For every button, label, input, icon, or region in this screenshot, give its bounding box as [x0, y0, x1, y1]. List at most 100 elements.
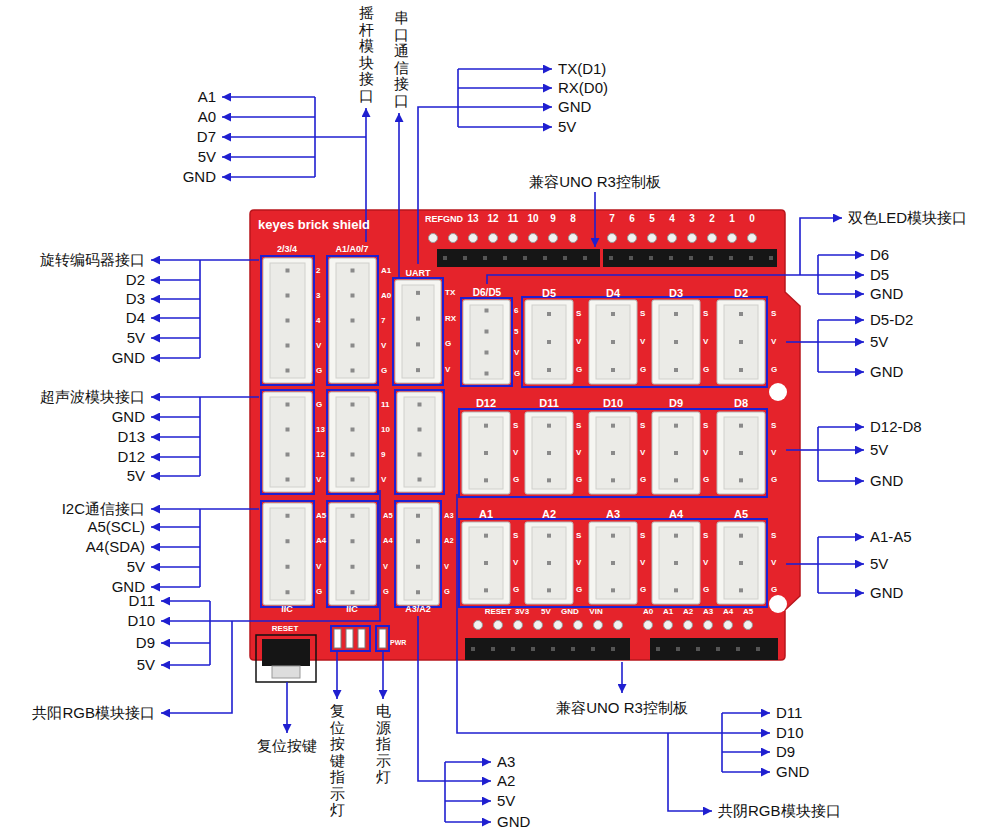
- leader-line: [818, 592, 864, 594]
- silkscreen-label: D6/D5: [473, 288, 501, 298]
- callout-label: I2C通信接口: [62, 501, 145, 518]
- header-pin: [769, 256, 773, 260]
- socket-pin: [351, 269, 355, 273]
- leader-line: [786, 341, 818, 343]
- silkscreen-label: A4: [669, 509, 683, 520]
- leader-line: [621, 662, 623, 693]
- socket-pin: [739, 424, 743, 428]
- button-outline: [256, 635, 316, 682]
- silkscreen-label: A3: [444, 512, 454, 520]
- leader-line: [444, 762, 446, 822]
- leader-line: [594, 192, 596, 247]
- board-outline: [250, 210, 800, 660]
- silkscreen-label: D12: [476, 398, 496, 409]
- leader-line: [151, 416, 200, 418]
- socket-body: [462, 412, 510, 494]
- header-hole: [494, 621, 503, 630]
- socket-inner: [724, 527, 758, 599]
- header-hole: [724, 621, 733, 630]
- silkscreen-label: 3: [689, 214, 695, 224]
- header-pin: [611, 647, 615, 651]
- leader-line: [668, 733, 712, 811]
- highlight-outline: [331, 626, 370, 651]
- socket-inner: [596, 305, 630, 379]
- connector-socket: [329, 258, 376, 383]
- pin-header: [437, 249, 600, 267]
- socket-inner: [659, 305, 693, 379]
- socket-pin: [547, 312, 551, 316]
- silkscreen-label: 11: [508, 214, 519, 224]
- socket-pin: [416, 317, 420, 321]
- header-pin: [609, 256, 613, 260]
- silkscreen-label: A0: [381, 292, 391, 300]
- socket-inner: [270, 397, 305, 487]
- connector-socket: [395, 280, 441, 383]
- silkscreen-label: G: [513, 476, 519, 484]
- silkscreen-label: V: [771, 449, 776, 457]
- leader-line: [445, 761, 491, 763]
- silkscreen-label: D8: [734, 398, 748, 409]
- callout-label: GND: [870, 585, 903, 602]
- leader-line: [210, 490, 380, 621]
- connector-socket: [652, 300, 700, 384]
- header-pin: [543, 256, 547, 260]
- leader-line: [818, 449, 864, 451]
- callout-label: 串口通信接口: [394, 10, 409, 109]
- connector-socket: [397, 503, 439, 605]
- silkscreen-label: A4: [723, 608, 733, 616]
- leader-line: [721, 713, 723, 772]
- silkscreen-label: V: [513, 449, 518, 457]
- led-symbol: [334, 629, 341, 648]
- silkscreen-label: A2: [444, 538, 454, 546]
- silkscreen-label: V: [576, 449, 581, 457]
- callout-label: GND: [112, 350, 145, 367]
- led-symbol: [358, 629, 365, 648]
- callout-label: 5V: [497, 793, 515, 810]
- socket-body: [652, 412, 700, 494]
- highlight-outline: [459, 409, 767, 497]
- silkscreen-label: V: [513, 559, 518, 567]
- header-pin: [483, 256, 487, 260]
- silkscreen-label: D9: [669, 398, 683, 409]
- callout-label: D12: [117, 449, 145, 466]
- socket-inner: [336, 508, 369, 600]
- socket-pin: [484, 424, 488, 428]
- leader-line: [817, 320, 819, 372]
- socket-pin: [286, 453, 290, 457]
- callout-label: 5V: [127, 468, 145, 485]
- socket-pin: [416, 342, 420, 346]
- header-hole: [628, 234, 637, 243]
- leader-line: [818, 341, 864, 343]
- socket-pin: [547, 534, 551, 538]
- leader-line: [151, 475, 200, 477]
- header-hole: [688, 234, 697, 243]
- callout-label: D7: [197, 129, 216, 146]
- leader-line: [818, 426, 864, 428]
- socket-pin: [351, 478, 355, 482]
- leader-line: [222, 136, 315, 138]
- highlight-outline: [261, 390, 314, 494]
- socket-pin: [547, 451, 551, 455]
- silkscreen-label: S: [703, 532, 708, 540]
- silkscreen-label: G: [576, 366, 582, 374]
- silkscreen-label: A5: [743, 608, 753, 616]
- socket-pin: [547, 588, 551, 592]
- leader-line: [487, 275, 818, 284]
- header-hole: [474, 621, 483, 630]
- silkscreen-label: G: [771, 476, 777, 484]
- header-hole: [744, 621, 753, 630]
- socket-pin: [674, 340, 678, 344]
- silkscreen-label: IIC: [346, 605, 358, 614]
- silkscreen-label: S: [513, 532, 518, 540]
- silkscreen-label: G: [316, 401, 322, 409]
- socket-pin: [416, 565, 420, 569]
- silkscreen-label: 12: [316, 451, 325, 459]
- connector-socket: [525, 522, 573, 604]
- silkscreen-label: 9: [381, 451, 385, 459]
- header-hole: [614, 621, 623, 630]
- silkscreen-label: G: [316, 367, 322, 375]
- silkscreen-label: A0: [643, 608, 653, 616]
- socket-body: [525, 300, 573, 384]
- callout-label: 超声波模块接口: [40, 389, 145, 406]
- socket-pin: [351, 428, 355, 432]
